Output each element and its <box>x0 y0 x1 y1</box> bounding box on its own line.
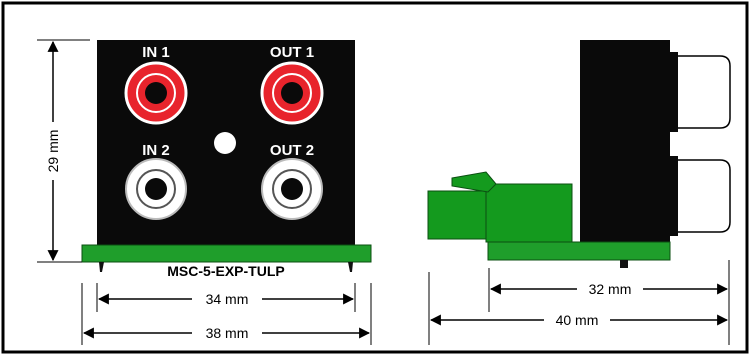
length-outer-dim-label: 40 mm <box>556 312 599 328</box>
side-body <box>580 40 670 248</box>
side-pcb <box>487 241 671 261</box>
side-pin <box>620 260 628 268</box>
side-jack-bottom <box>667 159 731 233</box>
height-dimension: 29 mm <box>37 39 90 263</box>
length-inner-dim-label: 32 mm <box>589 281 632 297</box>
side-view: 32 mm 40 mm <box>427 40 731 345</box>
terminal-latch <box>451 171 497 193</box>
label-in1: IN 1 <box>142 44 170 61</box>
terminal-block <box>427 171 573 243</box>
label-in2: IN 2 <box>142 142 170 159</box>
jack-out2 <box>261 158 323 220</box>
status-led <box>214 132 236 154</box>
label-out1: OUT 1 <box>270 44 314 61</box>
pcb-pin-right <box>348 262 353 272</box>
side-jack-top <box>667 55 731 129</box>
height-dim-label: 29 mm <box>45 130 61 173</box>
label-out2: OUT 2 <box>270 142 314 159</box>
model-label: MSC-5-EXP-TULP <box>167 263 284 279</box>
front-pcb <box>81 244 372 263</box>
jack-out1 <box>260 61 324 125</box>
jack-in1 <box>124 61 188 125</box>
jack-in2 <box>125 158 187 220</box>
width-inner-dim-label: 34 mm <box>206 291 249 307</box>
width-outer-dim-label: 38 mm <box>206 325 249 341</box>
length-dimensions: 32 mm 40 mm <box>428 260 730 345</box>
width-dimensions: 34 mm 38 mm <box>81 283 372 345</box>
pcb-pin-left <box>99 262 104 272</box>
front-view: IN 1 OUT 1 IN 2 OUT 2 MSC-5-EXP-TULP 29 … <box>37 39 372 345</box>
